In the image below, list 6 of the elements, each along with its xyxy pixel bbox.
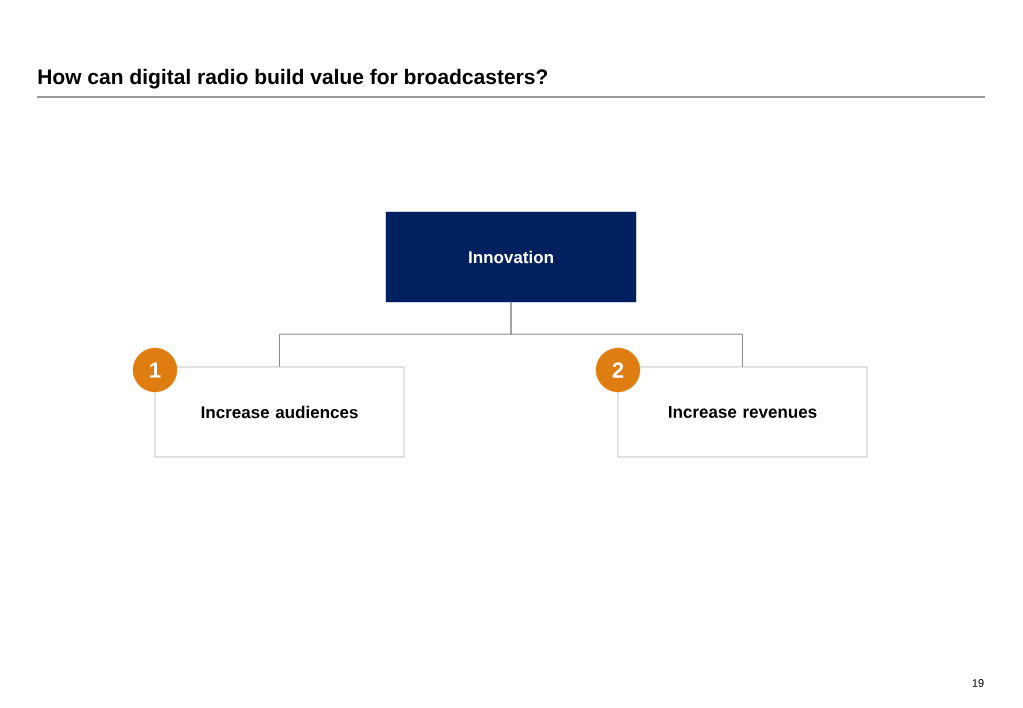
slide-title: How can digital radio build value for broadcasters? bbox=[38, 68, 548, 89]
number-badge: 1 bbox=[132, 347, 178, 393]
process-box: Innovation bbox=[385, 211, 637, 303]
connector-line bbox=[510, 301, 743, 368]
number-badge: 2 bbox=[595, 347, 641, 393]
page-number: 19 bbox=[972, 679, 984, 687]
